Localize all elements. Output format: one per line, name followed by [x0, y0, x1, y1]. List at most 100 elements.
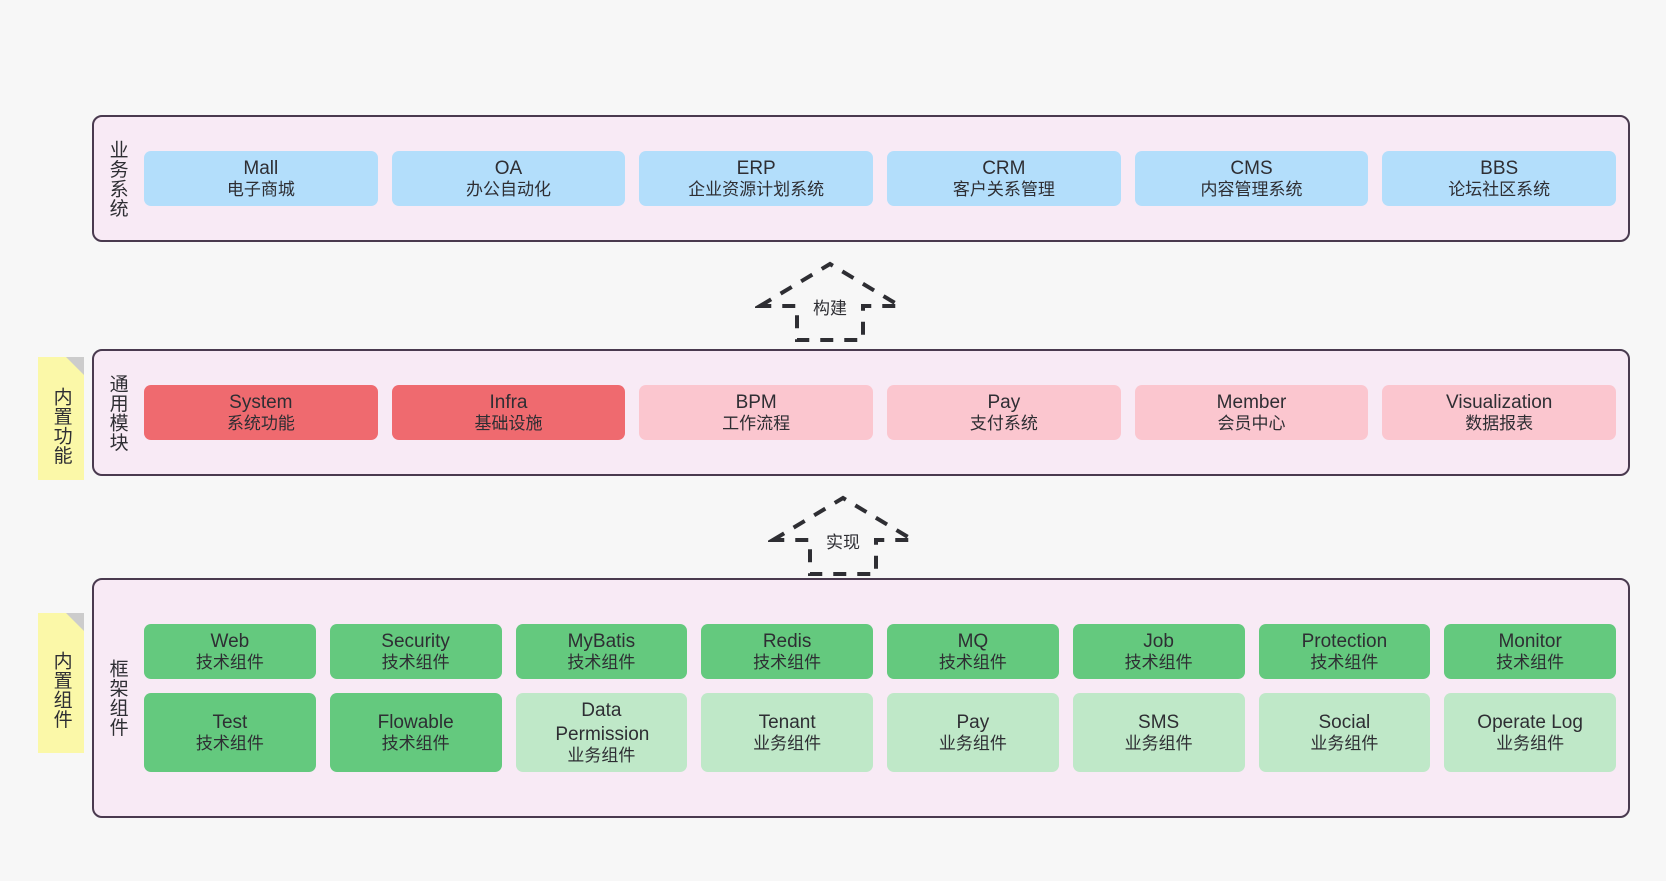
connector-implement: 实现 [768, 492, 918, 578]
card-sms[interactable]: SMS 业务组件 [1072, 693, 1245, 773]
layer-common-modules: 通用模块 System 系统功能 Infra 基础设施 BPM 工作流程 Pay… [92, 349, 1630, 476]
card-protection[interactable]: Protection 技术组件 [1258, 623, 1431, 680]
framework-business-row: Test 技术组件 Flowable 技术组件 Data Permission … [144, 693, 1616, 773]
card-oa[interactable]: OA 办公自动化 [391, 150, 626, 207]
card-subtitle: 客户关系管理 [952, 179, 1055, 199]
card-mall[interactable]: Mall 电子商城 [144, 150, 378, 207]
card-subtitle: 业务组件 [1310, 734, 1379, 754]
card-title: CMS [1230, 157, 1273, 179]
card-title: Social [1318, 711, 1371, 733]
card-title: Infra [489, 391, 528, 413]
card-title: Redis [762, 630, 812, 652]
card-subtitle: 业务组件 [567, 745, 636, 765]
card-operate-log[interactable]: Operate Log 业务组件 [1444, 693, 1616, 773]
card-visualization[interactable]: Visualization 数据报表 [1382, 384, 1617, 441]
card-member[interactable]: Member 会员中心 [1134, 384, 1369, 441]
card-subtitle: 业务组件 [1124, 734, 1193, 754]
card-subtitle: 技术组件 [753, 652, 822, 672]
card-data-permission[interactable]: Data Permission 业务组件 [515, 693, 688, 773]
card-redis[interactable]: Redis 技术组件 [701, 623, 873, 680]
card-title: BPM [735, 391, 777, 413]
card-security[interactable]: Security 技术组件 [329, 623, 502, 680]
card-subtitle: 论坛社区系统 [1448, 179, 1551, 199]
card-title: Mall [243, 157, 279, 179]
card-subtitle: 会员中心 [1217, 413, 1286, 433]
card-subtitle: 业务组件 [753, 734, 822, 754]
card-system[interactable]: System 系统功能 [144, 384, 378, 441]
card-tenant[interactable]: Tenant 业务组件 [701, 693, 873, 773]
card-subtitle: 工作流程 [722, 413, 791, 433]
card-flowable[interactable]: Flowable 技术组件 [329, 693, 502, 773]
sticky-note-text: 内置组件 [50, 651, 72, 729]
card-social[interactable]: Social 业务组件 [1258, 693, 1431, 773]
card-subtitle: 企业资源计划系统 [688, 179, 825, 199]
connector-implement-label: 实现 [826, 533, 860, 552]
layer-body-common-modules: System 系统功能 Infra 基础设施 BPM 工作流程 Pay 支付系统… [140, 351, 1628, 474]
card-subtitle: 业务组件 [938, 734, 1007, 754]
card-subtitle: 技术组件 [1124, 652, 1193, 672]
card-title: Test [212, 711, 248, 733]
card-title: CRM [982, 157, 1026, 179]
layer-title-business-systems: 业务系统 [106, 139, 128, 218]
card-title: Visualization [1446, 391, 1553, 413]
card-web[interactable]: Web 技术组件 [144, 623, 316, 680]
card-monitor[interactable]: Monitor 技术组件 [1444, 623, 1616, 680]
card-subtitle: 系统功能 [226, 413, 295, 433]
card-subtitle: 技术组件 [1496, 652, 1565, 672]
sticky-note-builtin-component: 内置组件 [38, 613, 84, 753]
card-title: Job [1143, 630, 1174, 652]
card-bpm[interactable]: BPM 工作流程 [639, 384, 874, 441]
build-arrow-icon [755, 261, 905, 342]
layer-business-systems: 业务系统 Mall 电子商城 OA 办公自动化 ERP 企业资源计划系统 CRM… [92, 115, 1630, 242]
card-title: Member [1216, 391, 1287, 413]
implement-arrow-icon [768, 495, 918, 576]
layer-framework-components: 框架组件 Web 技术组件 Security 技术组件 MyBatis 技术组件… [92, 578, 1630, 818]
card-subtitle: 技术组件 [938, 652, 1007, 672]
layer-title-common-modules: 通用模块 [106, 373, 128, 452]
card-subtitle: 支付系统 [969, 413, 1038, 433]
card-subtitle: 技术组件 [195, 652, 264, 672]
layer-title-framework-components: 框架组件 [106, 659, 128, 737]
card-title: Flowable [377, 711, 454, 733]
card-mybatis[interactable]: MyBatis 技术组件 [515, 623, 688, 680]
card-infra[interactable]: Infra 基础设施 [391, 384, 626, 441]
sticky-note-text: 内置功能 [50, 386, 72, 465]
card-subtitle: 技术组件 [195, 734, 264, 754]
card-subtitle: 技术组件 [567, 652, 636, 672]
card-title: Monitor [1498, 630, 1562, 652]
card-cms[interactable]: CMS 内容管理系统 [1134, 150, 1369, 207]
card-title: SMS [1138, 711, 1180, 733]
card-title: ERP [736, 157, 776, 179]
connector-build-label: 构建 [813, 299, 847, 318]
card-title: Pay [956, 711, 990, 733]
card-test[interactable]: Test 技术组件 [144, 693, 316, 773]
card-erp[interactable]: ERP 企业资源计划系统 [639, 150, 874, 207]
card-title: Pay [987, 391, 1021, 413]
sticky-note-builtin-function: 内置功能 [38, 357, 84, 480]
layer-body-business-systems: Mall 电子商城 OA 办公自动化 ERP 企业资源计划系统 CRM 客户关系… [140, 117, 1628, 240]
connector-build: 构建 [755, 258, 905, 344]
card-bbs[interactable]: BBS 论坛社区系统 [1382, 150, 1617, 207]
card-title: Data Permission [555, 700, 650, 745]
card-pay-module[interactable]: Pay 支付系统 [887, 384, 1121, 441]
card-job[interactable]: Job 技术组件 [1072, 623, 1245, 680]
card-pay-component[interactable]: Pay 业务组件 [887, 693, 1059, 773]
card-subtitle: 技术组件 [381, 734, 450, 754]
card-subtitle: 基础设施 [474, 413, 543, 433]
card-title: MyBatis [567, 630, 636, 652]
card-title: OA [494, 157, 523, 179]
card-title: MQ [957, 630, 989, 652]
card-subtitle: 电子商城 [226, 179, 295, 199]
card-subtitle: 数据报表 [1465, 413, 1534, 433]
layer-body-framework-components: Web 技术组件 Security 技术组件 MyBatis 技术组件 Redi… [140, 580, 1628, 816]
card-title: Protection [1301, 630, 1388, 652]
card-crm[interactable]: CRM 客户关系管理 [887, 150, 1121, 207]
card-title: Security [381, 630, 450, 652]
card-subtitle: 内容管理系统 [1200, 179, 1303, 199]
card-title: Operate Log [1477, 711, 1583, 733]
card-subtitle: 技术组件 [381, 652, 450, 672]
card-title: BBS [1480, 157, 1519, 179]
card-mq[interactable]: MQ 技术组件 [887, 623, 1059, 680]
framework-tech-row: Web 技术组件 Security 技术组件 MyBatis 技术组件 Redi… [144, 623, 1616, 680]
